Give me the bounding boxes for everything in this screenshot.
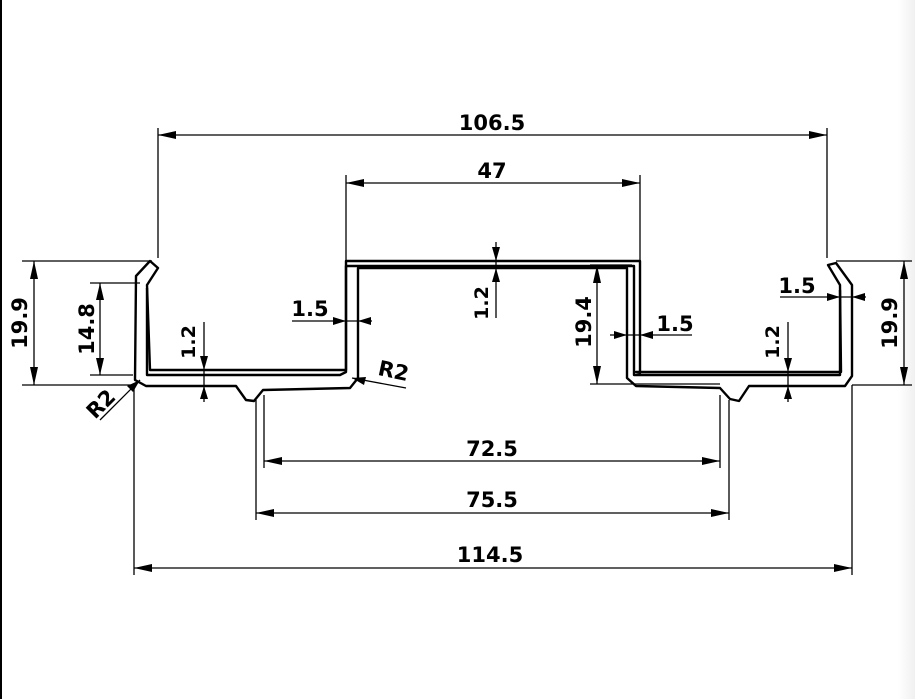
dimension-right-height: 19.9 — [836, 260, 912, 386]
radius-left: R2 — [82, 379, 141, 424]
dimension-bottom-72-5: 72.5 — [263, 395, 721, 468]
dimension-thickness-center: 1.2 — [471, 242, 500, 320]
dimension-left-height: 19.9 — [8, 260, 152, 386]
dimension-overall-bottom: 114.5 — [133, 385, 853, 575]
dimension-wall-left: 1.5 — [291, 297, 372, 325]
dim-label-1-2-center: 1.2 — [471, 286, 493, 320]
sheet-shadow — [898, 0, 915, 699]
dim-label-19-9-left: 19.9 — [8, 297, 32, 349]
dimension-wall-center: 1.5 — [610, 312, 694, 339]
dim-label-114-5: 114.5 — [457, 543, 523, 567]
dimension-bottom-75-5: 75.5 — [255, 400, 730, 520]
dimension-overall-top: 106.5 — [157, 111, 828, 258]
dim-label-72-5: 72.5 — [466, 437, 518, 461]
dim-label-1-2-left: 1.2 — [178, 325, 200, 359]
dimension-center-height: 19.4 — [572, 264, 720, 385]
dim-label-1-5-center: 1.5 — [656, 312, 693, 336]
radius-label-center: R2 — [376, 356, 411, 386]
dimension-left-inner-height: 14.8 — [75, 282, 140, 376]
dim-label-19-4: 19.4 — [572, 296, 596, 348]
dimension-thickness-right: 1.2 — [762, 322, 792, 402]
dim-label-75-5: 75.5 — [466, 488, 518, 512]
dim-label-1-2-right: 1.2 — [762, 325, 784, 359]
dim-label-106-5: 106.5 — [459, 111, 525, 135]
profile-inner-contour — [145, 264, 842, 377]
dim-label-19-9-right: 19.9 — [878, 297, 902, 349]
profile-outer-contour — [133, 259, 854, 403]
dim-label-1-5-right: 1.5 — [778, 274, 815, 298]
dimension-wall-right: 1.5 — [778, 274, 866, 301]
sheet-border — [0, 0, 2, 699]
radius-label-left: R2 — [82, 385, 121, 424]
radius-center: R2 — [351, 356, 411, 389]
dim-label-47: 47 — [477, 159, 506, 183]
dim-label-1-5-left: 1.5 — [291, 297, 328, 321]
dimension-thickness-left: 1.2 — [178, 322, 208, 402]
dim-label-14-8: 14.8 — [75, 303, 99, 355]
rail-profile — [133, 259, 854, 403]
dimension-top-inner: 47 — [345, 159, 641, 260]
